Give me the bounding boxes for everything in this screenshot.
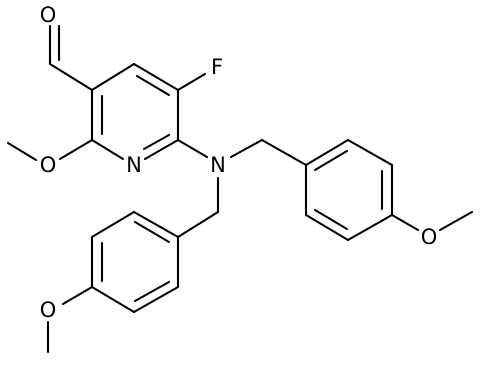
bond-c2-o [58,138,94,161]
ring-nitrogen-label: N [126,153,142,177]
lower-ring-bond-5 [132,285,180,314]
right-ring-bond-2 [346,138,394,167]
amine-nitrogen-label: N [210,153,226,177]
right-ring-bond-5-inner [313,208,349,231]
right-ring-bond-5 [304,213,350,242]
bond-o-ch3-left [6,141,38,162]
bond-aryl-o-lower [61,285,94,306]
right-ring-bond-1 [304,138,350,167]
bond-n-ch2-right [229,138,264,159]
aldehyde-oxygen-label: O [40,3,57,27]
aldehyde-group: O [40,3,94,92]
bond-c3-c4 [90,62,136,92]
lower-ring-bond-2 [90,210,136,239]
amine-group: N [176,138,226,177]
lower-ring-bond-1 [132,210,180,239]
lower-ring-bond-1-inner [133,220,171,244]
bond-o-ch3-right [438,210,474,232]
bond-c4-c5 [132,62,180,92]
lower-ring-bond-4 [90,285,136,314]
pyridine-methoxy-oxygen-label: O [40,153,57,177]
bond-ch2-aryl-lower [176,210,220,239]
bond-c3-cho [48,62,94,92]
right-benzyl-group: O [229,138,474,249]
bond-c6-n1-inner [142,133,171,151]
bond-c5-f [176,72,207,92]
fluoro-group: F [176,55,223,92]
bond-aryl-o-right [390,213,420,232]
right-ring-bond-1-inner [313,149,349,172]
bond-c4-c5-inner [135,74,171,97]
lower-methoxy-oxygen-label: O [40,298,57,322]
pyridine-ring [90,62,180,161]
bond-c6-n1 [143,138,180,161]
bond-n1-c2 [90,138,125,161]
lower-benzyl-group: O [40,176,220,354]
fluorine-label: F [211,55,223,79]
bond-c6-n [176,138,209,159]
right-ring-bond-4 [346,213,394,242]
bond-ch2-aryl-right [260,138,308,167]
lower-ring-bond-5-inner [133,280,171,303]
right-methoxy-oxygen-label: O [421,225,438,249]
pyridine-methoxy-group: O [6,138,94,177]
